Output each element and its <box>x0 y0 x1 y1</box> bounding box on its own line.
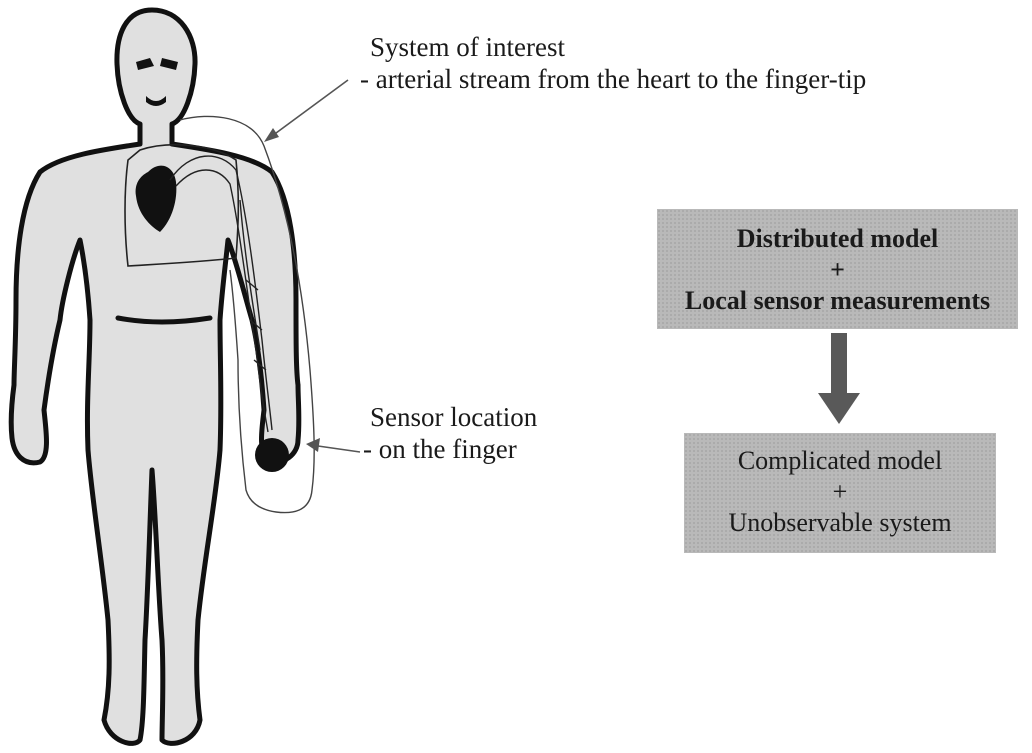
complicated-plus: + <box>684 476 996 507</box>
system-of-interest-detail: - arterial stream from the heart to the … <box>360 64 866 94</box>
system-of-interest-title: System of interest <box>370 32 565 62</box>
distributed-model-label: Distributed model <box>657 223 1018 254</box>
sensor-location-title: Sensor location <box>370 402 537 432</box>
finger-sensor <box>255 438 289 472</box>
body-outline <box>11 10 299 743</box>
complicated-model-label: Complicated model <box>684 445 996 476</box>
sensor-location-detail: - on the finger <box>363 434 517 464</box>
distributed-model-box: Distributed model + Local sensor measure… <box>657 209 1018 329</box>
system-pointer-arrow <box>264 80 348 142</box>
complicated-model-box: Complicated model + Unobservable system <box>684 433 996 553</box>
distributed-plus: + <box>657 254 1018 285</box>
local-sensor-measurements-label: Local sensor measurements <box>657 285 1018 316</box>
flow-down-arrow <box>818 333 860 424</box>
unobservable-system-label: Unobservable system <box>684 507 996 538</box>
